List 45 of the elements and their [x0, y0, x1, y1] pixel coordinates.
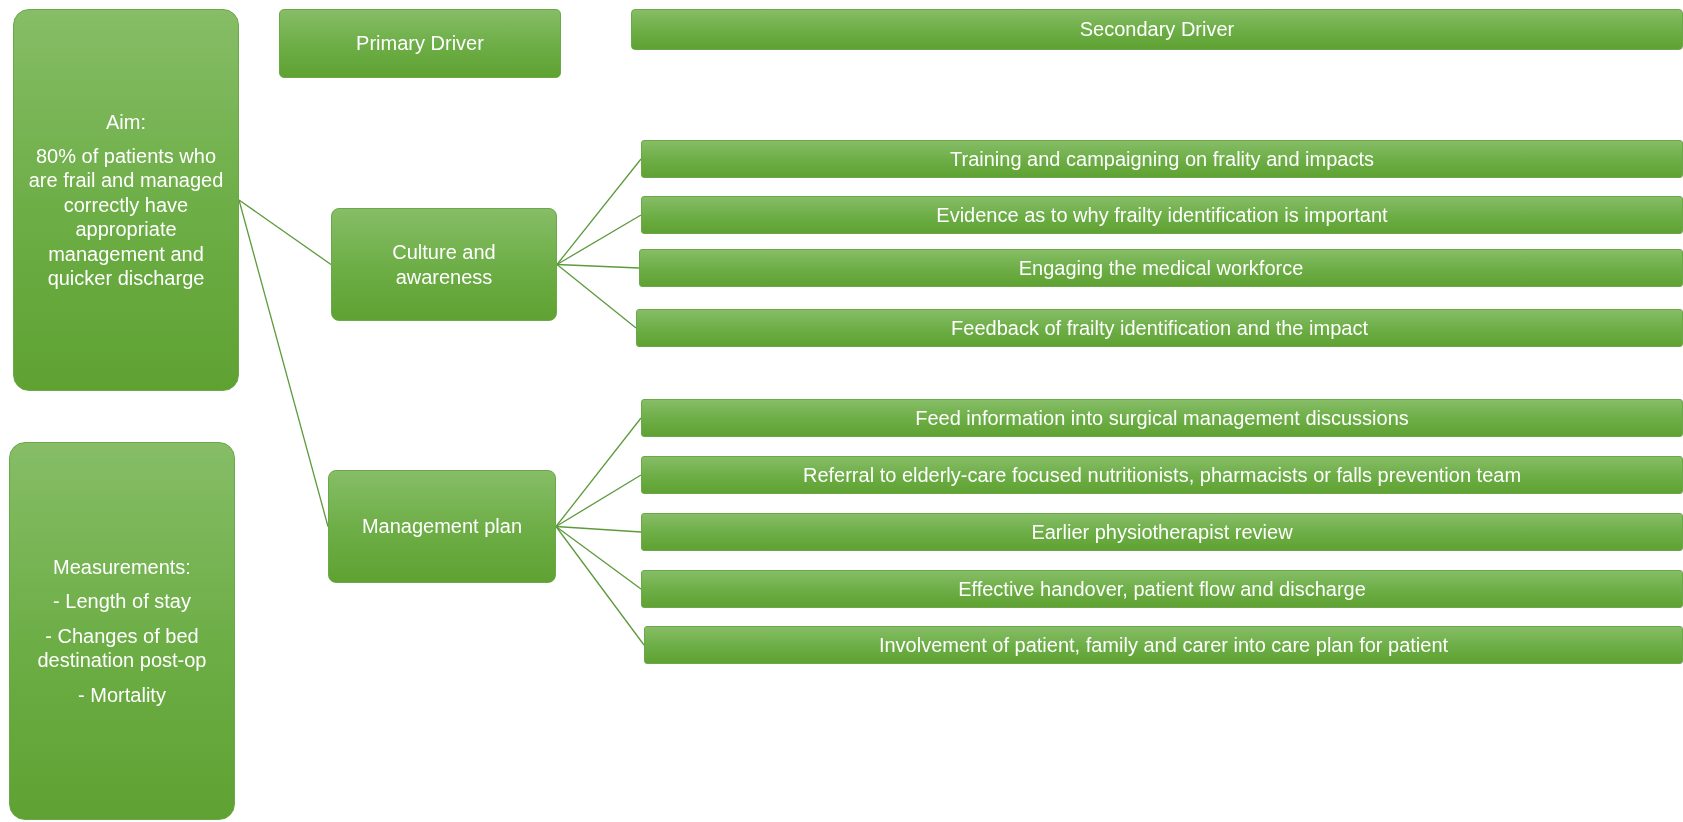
column-header — [631, 9, 1683, 50]
secondary-driver-box — [641, 140, 1683, 178]
box-text: Culture and awareness — [391, 240, 497, 289]
box-text: Involvement of patient, family and carer into care plan for patient — [878, 632, 1449, 658]
box-text: - Changes of bed destination post-op — [36, 623, 208, 673]
connector-line — [556, 158, 642, 266]
connector-line — [555, 525, 645, 646]
box-text: Referral to elderly-care focused nutritionists, pharmacists or falls prevention team — [802, 462, 1522, 488]
connector-line — [555, 525, 642, 590]
box-text: Feed information into surgical management discussions — [915, 405, 1409, 431]
box-heading: Measurements: — [53, 555, 191, 580]
measurements-box — [9, 442, 235, 820]
connector-line — [555, 417, 642, 528]
connector-line — [555, 525, 642, 533]
connector-line — [556, 214, 642, 266]
box-text: Evidence as to why frailty identification is important — [936, 202, 1388, 228]
connector-line — [238, 199, 332, 266]
box-text: Earlier physiotherapist review — [1031, 519, 1293, 545]
box-text: Feedback of frailty identification and the impact — [951, 315, 1368, 341]
connector-line — [555, 474, 642, 528]
secondary-driver-box — [644, 626, 1683, 664]
connector-line — [556, 263, 640, 269]
box-text: Engaging the medical workforce — [1018, 255, 1304, 281]
secondary-driver-box — [641, 399, 1683, 437]
box-heading: Aim: — [106, 109, 146, 134]
box-text: Management plan — [361, 514, 523, 539]
column-header — [279, 9, 561, 78]
aim-box — [13, 9, 239, 391]
box-text: - Mortality — [78, 682, 166, 707]
secondary-driver-box — [641, 456, 1683, 494]
box-text: Training and campaigning on frality and impacts — [950, 146, 1374, 172]
box-text: - Length of stay — [53, 589, 191, 614]
box-text: Secondary Driver — [1079, 17, 1235, 42]
secondary-driver-box — [641, 570, 1683, 608]
connector-line — [238, 199, 329, 528]
secondary-driver-box — [641, 513, 1683, 551]
box-text: 80% of patients who are frail and managed correctly have appropriate management and quicker discharge — [27, 144, 225, 291]
secondary-driver-box — [639, 249, 1683, 287]
secondary-driver-box — [641, 196, 1683, 234]
box-text: Effective handover, patient flow and discharge — [958, 576, 1366, 602]
connector-line — [556, 263, 637, 329]
primary-driver-box — [328, 470, 556, 583]
box-text: Primary Driver — [356, 31, 484, 56]
primary-driver-box — [331, 208, 557, 321]
secondary-driver-box — [636, 309, 1683, 347]
